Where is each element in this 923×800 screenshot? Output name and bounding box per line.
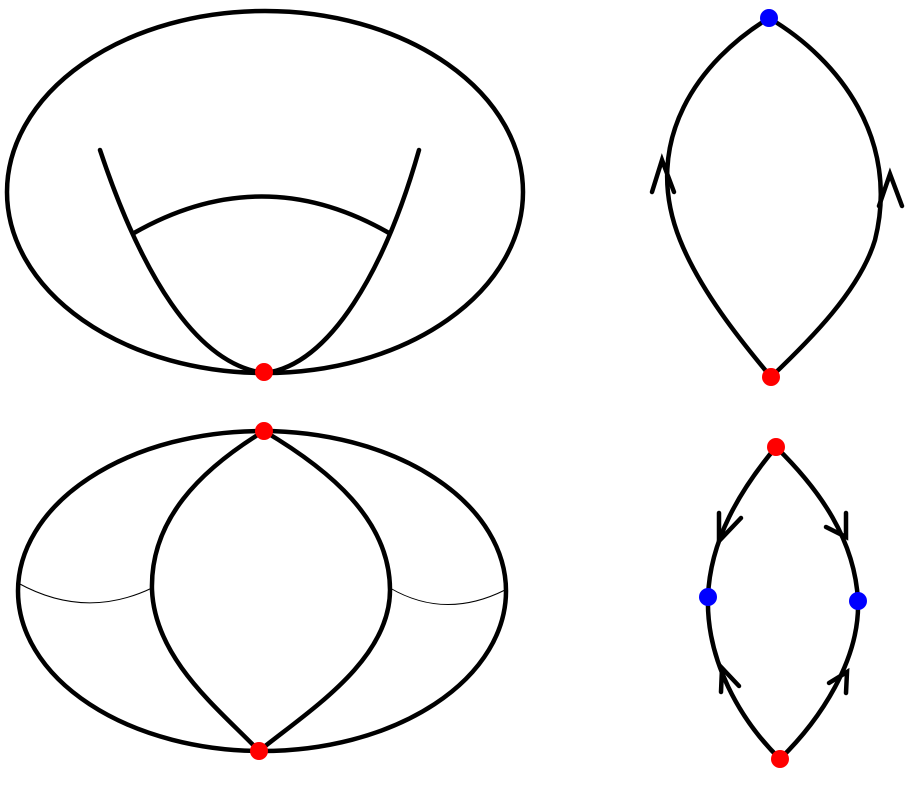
loop-top-right-edge	[766, 15, 883, 380]
torus-bottom-left-curve	[149, 428, 267, 754]
loop-bottom-bottom-red-vertex	[771, 750, 789, 768]
torus-top-left-curve	[97, 147, 268, 376]
arrow-down-right-upper-icon	[823, 510, 849, 541]
arrow-up-right-lower-icon	[826, 667, 850, 696]
torus-top-red-vertex	[255, 363, 273, 381]
loop-top-red-vertex	[762, 368, 780, 386]
torus-bottom-left-thin-arc	[17, 582, 153, 604]
torus-bottom-right-thin-arc	[389, 587, 506, 605]
torus-top-right-curve	[262, 147, 422, 376]
loop-bottom-right-figure	[699, 438, 867, 768]
loop-top-blue-vertex	[760, 9, 778, 27]
torus-top-inner-arc	[131, 194, 392, 236]
loop-bottom-left-edge	[705, 444, 783, 762]
arrow-up-left-lower-icon	[718, 662, 742, 695]
torus-top-hole	[134, 196, 389, 373]
torus-bottom-bottom-red-vertex	[250, 742, 268, 760]
arrow-down-left-upper-icon	[716, 510, 744, 547]
torus-bottom-top-red-vertex	[255, 422, 273, 440]
torus-bottom-hole	[151, 431, 390, 751]
loop-top-right-figure	[649, 9, 905, 386]
arrow-up-left-icon	[649, 153, 677, 195]
arrow-up-right-icon	[876, 167, 905, 209]
torus-bottom-right-curve	[256, 428, 393, 754]
loop-bottom-right-edge	[773, 444, 861, 762]
torus-bottom-figure	[15, 422, 509, 760]
loop-top-left-edge	[664, 15, 774, 380]
loop-bottom-top-red-vertex	[767, 438, 785, 456]
loop-bottom-right-blue-vertex	[849, 592, 867, 610]
loop-bottom-left-blue-vertex	[699, 588, 717, 606]
torus-top-figure	[4, 8, 526, 381]
